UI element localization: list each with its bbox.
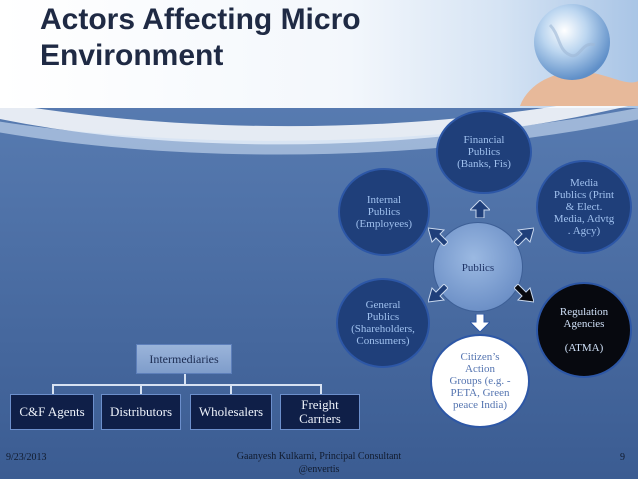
node-financial-label: Financial Publics (Banks, Fis)	[457, 134, 511, 170]
connector-root-down	[184, 374, 186, 384]
node-regulation-agencies: Regulation Agencies (ATMA)	[536, 282, 632, 378]
intermediary-wholesalers: Wholesalers	[190, 394, 272, 430]
node-citizens-action-groups: Citizen’s Action Groups (e.g. - PETA, Gr…	[430, 334, 530, 428]
arrow-to-internal	[428, 226, 448, 246]
connector-child-4	[320, 384, 322, 394]
connector-child-1	[52, 384, 54, 394]
footer-author: Gaanyesh Kulkarni, Principal Consultant …	[214, 450, 424, 476]
title-line-2: Environment	[40, 39, 223, 72]
arrow-to-citizens	[470, 314, 490, 332]
arrow-to-general	[428, 284, 448, 304]
node-regulation-label: Regulation Agencies (ATMA)	[560, 306, 608, 354]
node-internal-label: Internal Publics (Employees)	[356, 194, 412, 230]
intermediaries-root-box: Intermediaries	[136, 344, 232, 374]
node-internal-publics: Internal Publics (Employees)	[338, 168, 430, 256]
arrow-to-media	[514, 226, 534, 246]
arrow-to-regulation	[514, 284, 534, 304]
footer-author-text: Gaanyesh Kulkarni, Principal Consultant …	[237, 451, 401, 475]
connector-child-3	[230, 384, 232, 394]
intermediary-cf-agents: C&F Agents	[10, 394, 94, 430]
slide-title: Actors Affecting Micro Environment	[40, 2, 361, 74]
title-line-1: Actors Affecting Micro	[40, 3, 361, 36]
node-general-publics: General Publics (Shareholders, Consumers…	[336, 278, 430, 368]
intermediary-distributors: Distributors	[101, 394, 181, 430]
node-general-label: General Publics (Shareholders, Consumers…	[351, 299, 415, 347]
node-financial-publics: Financial Publics (Banks, Fis)	[436, 110, 532, 194]
footer-page-number: 9	[620, 452, 625, 463]
connector-horizontal	[52, 384, 322, 386]
node-citizens-label: Citizen’s Action Groups (e.g. - PETA, Gr…	[449, 351, 510, 411]
arrow-to-financial	[470, 200, 490, 218]
node-media-publics: Media Publics (Print & Elect. Media, Adv…	[536, 160, 632, 254]
node-media-label: Media Publics (Print & Elect. Media, Adv…	[554, 177, 615, 237]
intermediary-freight-carriers: Freight Carriers	[280, 394, 360, 430]
publics-hub-label: Publics	[433, 262, 523, 274]
footer-date: 9/23/2013	[6, 452, 47, 463]
globe-in-hand-image	[500, 0, 638, 106]
connector-child-2	[140, 384, 142, 394]
